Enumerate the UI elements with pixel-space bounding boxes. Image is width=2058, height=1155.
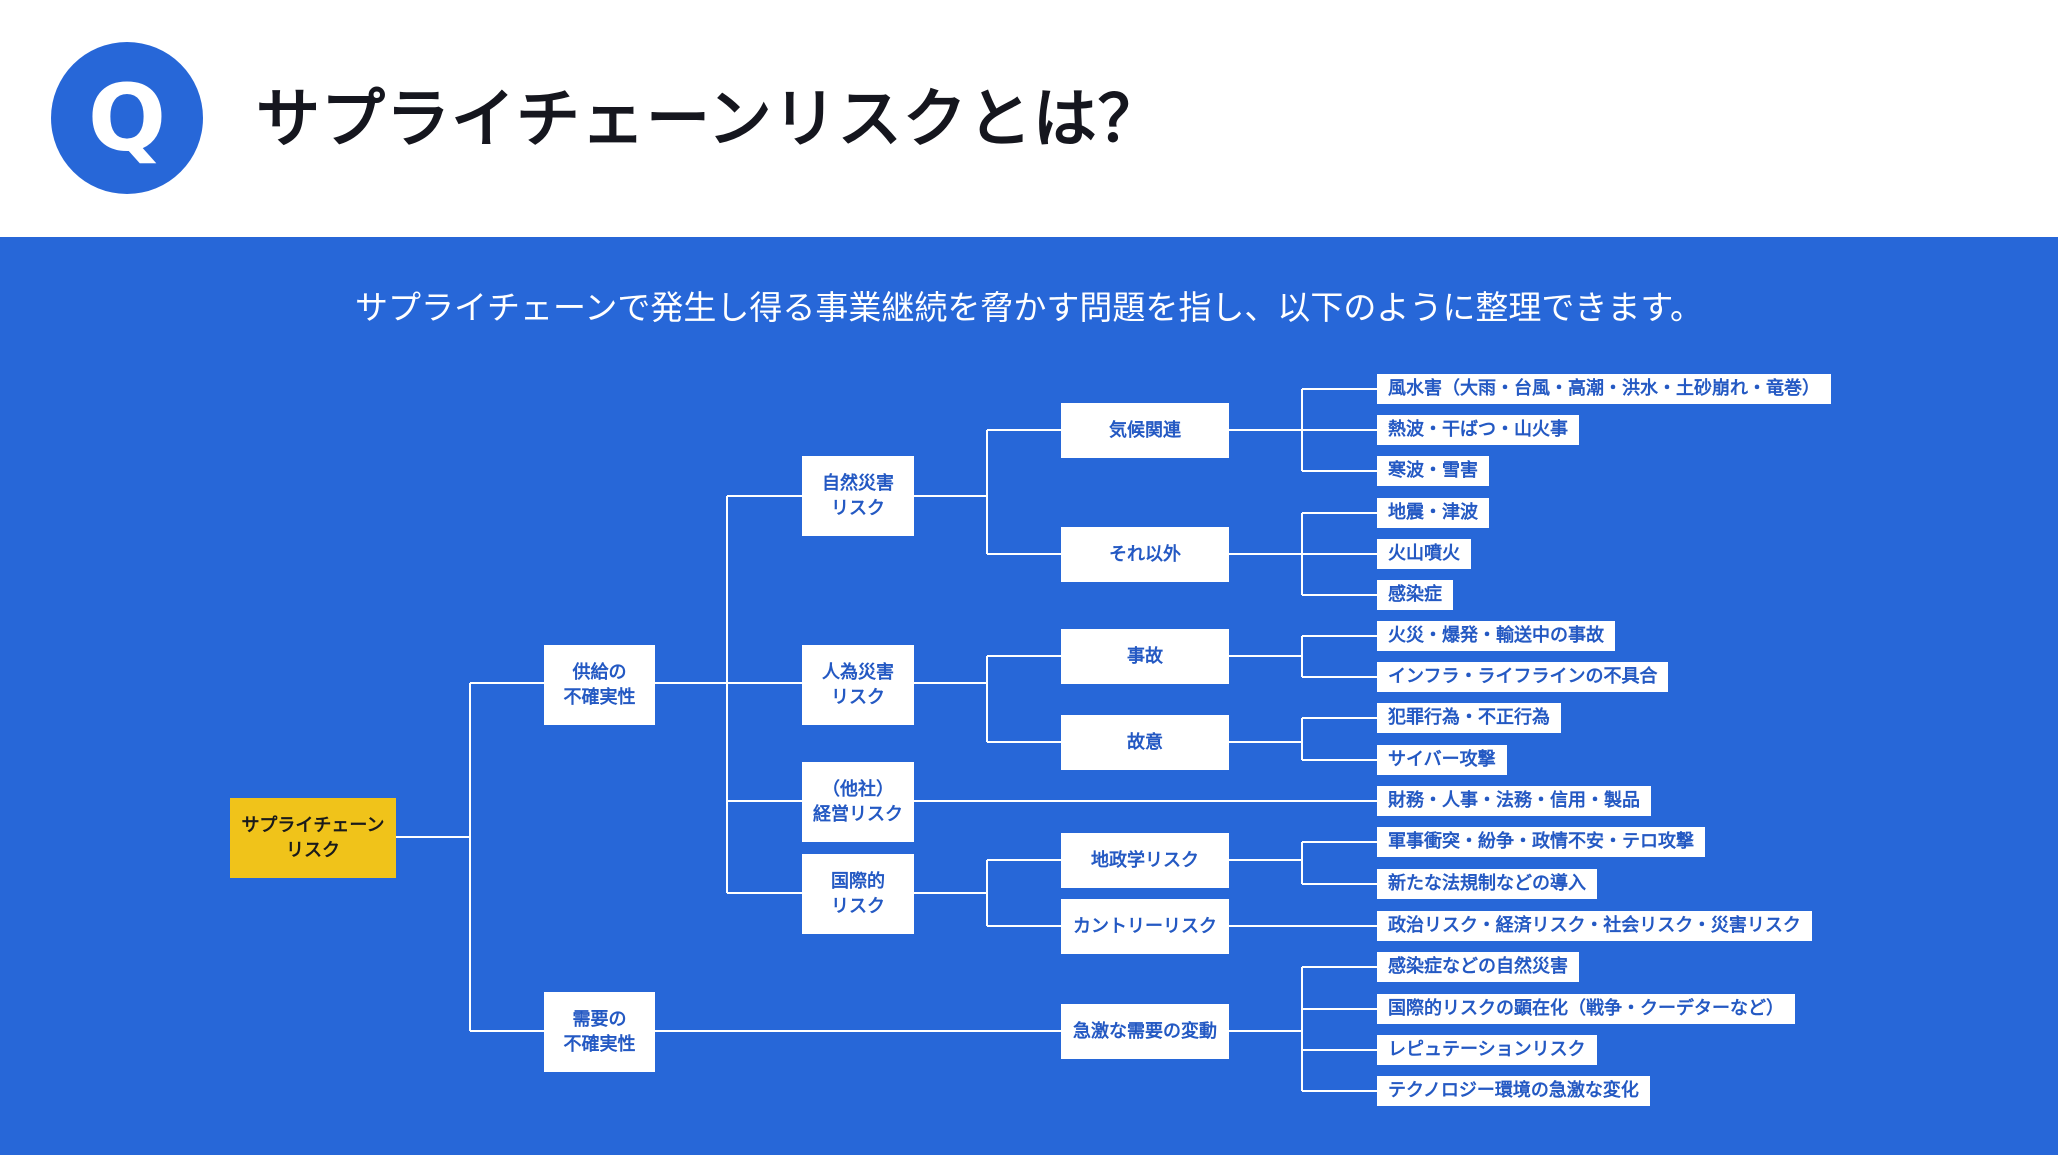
node-climate: 気候関連 — [1061, 403, 1229, 458]
node-other-natural: それ以外 — [1061, 527, 1229, 582]
leaf-item: 火災・爆発・輸送中の事故 — [1377, 621, 1615, 651]
subtitle: サプライチェーンで発生し得る事業継続を脅かす問題を指し、以下のように整理できます… — [354, 288, 1704, 327]
node-accident: 事故 — [1061, 629, 1229, 684]
connector-climate — [1229, 388, 1377, 472]
leaf-item: 感染症 — [1377, 580, 1453, 610]
page-title: サプライチェーンリスクとは？ — [256, 83, 1163, 157]
connector-root — [396, 682, 544, 1032]
leaf-item: テクノロジー環境の急激な変化 — [1377, 1076, 1650, 1106]
node-natural-disaster: 自然災害 リスク — [802, 456, 914, 536]
leaf-item: 熱波・干ばつ・山火事 — [1377, 415, 1579, 445]
node-management-risk: （他社） 経営リスク — [802, 762, 914, 842]
leaf-item: 国際的リスクの顕在化（戦争・クーデターなど） — [1377, 994, 1795, 1024]
leaf-item: インフラ・ライフラインの不具合 — [1377, 662, 1669, 692]
leaf-item: 感染症などの自然災害 — [1377, 952, 1579, 982]
connector-demand-shift — [1229, 966, 1377, 1092]
connector-other — [1229, 512, 1377, 596]
connector-accident — [1229, 635, 1377, 678]
node-geopolitical: 地政学リスク — [1061, 833, 1229, 888]
connector-international — [914, 859, 1061, 927]
connector-supply — [655, 495, 802, 894]
q-badge: Q — [51, 42, 203, 194]
leaf-item: レピュテーションリスク — [1377, 1035, 1597, 1065]
leaf-item: 風水害（大雨・台風・高潮・洪水・土砂崩れ・竜巻） — [1377, 374, 1831, 404]
leaf-item: 犯罪行為・不正行為 — [1377, 703, 1561, 733]
connector-geopolitical — [1229, 841, 1377, 885]
leaf-item: 火山噴火 — [1377, 539, 1471, 569]
leaf-item: 軍事衝突・紛争・政情不安・テロ攻撃 — [1377, 827, 1705, 857]
leaf-item: 寒波・雪害 — [1377, 456, 1489, 486]
connector-natural — [914, 429, 1061, 555]
node-root: サプライチェーン リスク — [230, 798, 396, 878]
leaf-item: サイバー攻撃 — [1377, 745, 1507, 775]
leaf-item: 地震・津波 — [1377, 498, 1489, 528]
node-demand-uncertainty: 需要の 不確実性 — [544, 992, 655, 1072]
connector-human — [914, 655, 1061, 743]
node-country-risk: カントリーリスク — [1061, 899, 1229, 954]
node-intentional: 故意 — [1061, 715, 1229, 770]
leaf-item: 政治リスク・経済リスク・社会リスク・災害リスク — [1377, 911, 1812, 941]
header: Q サプライチェーンリスクとは？ — [0, 0, 2058, 237]
node-human-disaster: 人為災害 リスク — [802, 645, 914, 725]
node-demand-shift: 急激な需要の変動 — [1061, 1004, 1229, 1059]
leaf-item: 新たな法規制などの導入 — [1377, 869, 1597, 899]
leaf-item: 財務・人事・法務・信用・製品 — [1377, 786, 1651, 816]
connector-intentional — [1229, 717, 1377, 761]
node-supply-uncertainty: 供給の 不確実性 — [544, 645, 655, 725]
node-international-risk: 国際的 リスク — [802, 854, 914, 934]
